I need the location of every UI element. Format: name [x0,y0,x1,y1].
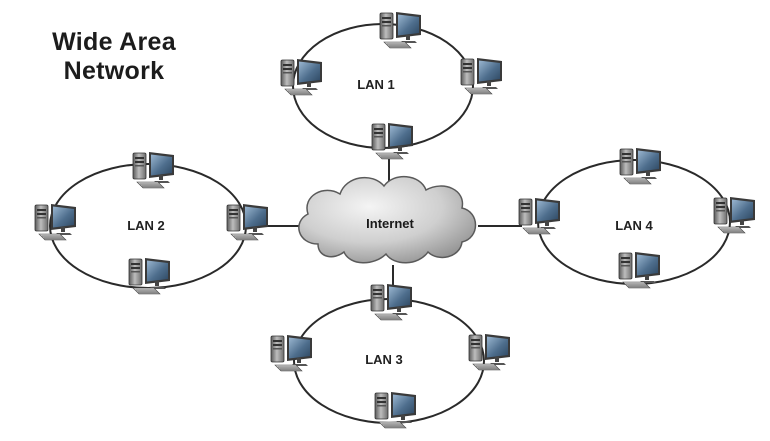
desktop-computer-icon [128,257,171,295]
desktop-computer-icon [518,197,561,235]
desktop-computer-icon [226,203,269,241]
desktop-computer-icon [618,251,661,289]
lan2-nodes: LAN 2 [34,151,269,295]
cloud-icon: Internet [298,176,477,264]
desktop-computer-icon [379,11,422,49]
lan4-label: LAN 4 [615,218,653,233]
lan1-label: LAN 1 [357,77,395,92]
lan4-nodes: LAN 4 [518,147,756,289]
lan2-label: LAN 2 [127,218,165,233]
lan3-label: LAN 3 [365,352,403,367]
diagram-title: Wide Area Network [14,28,214,86]
desktop-computer-icon [280,58,323,96]
desktop-computer-icon [132,151,175,189]
desktop-computer-icon [270,334,313,372]
desktop-computer-icon [371,122,414,160]
cloud-label: Internet [366,216,414,231]
desktop-computer-icon [34,203,77,241]
desktop-computer-icon [468,333,511,371]
lan3-nodes: LAN 3 [270,283,511,429]
desktop-computer-icon [619,147,662,185]
lan1-nodes: LAN 1 [280,11,503,160]
desktop-computer-icon [370,283,413,321]
desktop-computer-icon [713,196,756,234]
title-line-1: Wide Area [52,28,176,56]
desktop-computer-icon [460,57,503,95]
desktop-computer-icon [374,391,417,429]
title-line-2: Network [63,57,165,85]
